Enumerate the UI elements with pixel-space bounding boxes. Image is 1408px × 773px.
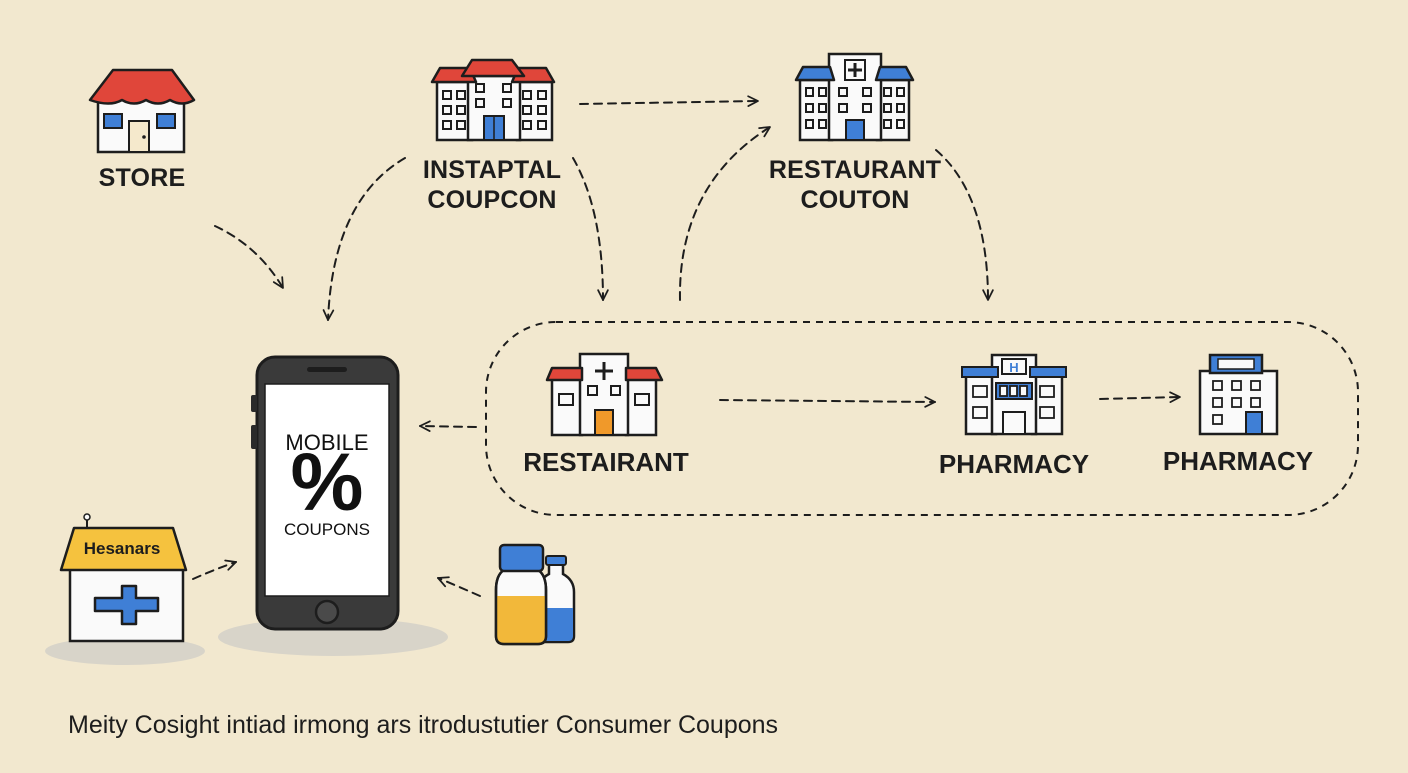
- arrow-store-to-phone: [214, 225, 284, 289]
- svg-text:H: H: [1009, 360, 1018, 375]
- flow-arrows: [192, 95, 1181, 597]
- clinic-sign-icon: [59, 513, 188, 643]
- phone-icon: [251, 355, 400, 631]
- label-instaptal-coupcon: INSTAPTAL COUPCON: [423, 155, 561, 215]
- store-icon: [88, 68, 196, 154]
- group-container: [485, 321, 1359, 516]
- label-line: COUPCON: [427, 186, 557, 214]
- medicine-bottles-icon: [494, 543, 576, 646]
- diagram-caption: Meity Cosight intiad irmong ars itrodust…: [68, 711, 779, 739]
- hospital-icon: [794, 52, 915, 142]
- arrow-bottles-to-phone: [437, 576, 481, 597]
- arrow-instaptal-to-restaurant: [572, 157, 609, 301]
- hospital-icon: [545, 352, 664, 437]
- label-line: INSTAPTAL: [422, 156, 562, 184]
- arrow-clinic-to-phone: [192, 559, 237, 580]
- hospital-icon: [430, 58, 556, 142]
- label-pharmacy-2: PHARMACY: [1162, 446, 1314, 476]
- label-pharmacy-1: PHARMACY: [938, 449, 1090, 479]
- label-store: STORE: [98, 164, 186, 192]
- clinic-sign-text: Hesanars: [83, 539, 161, 558]
- arrow-restairant-to-pharmacy: [719, 396, 936, 408]
- pharmacy-icon: H: [961, 353, 1067, 436]
- label-line: RESTAURANT: [768, 156, 942, 184]
- label-line: COUTON: [800, 186, 910, 214]
- arrow-instaptal-to-couton: [579, 95, 759, 107]
- label-restaurant-couton: RESTAURANT COUTON: [769, 155, 941, 215]
- label-restairant: RESTAIRANT: [523, 447, 689, 477]
- clinic-shadow: [45, 637, 205, 665]
- arrow-group-to-phone: [419, 420, 477, 432]
- arrow-restaurant-up: [678, 126, 771, 301]
- arrow-pharmacy-to-pharmacy: [1099, 391, 1181, 404]
- arrow-couton-down: [935, 149, 994, 301]
- arrow-instaptal-to-phone: [322, 157, 406, 321]
- pharmacy-icon: [1198, 353, 1279, 436]
- phone-screen-title: MOBILE: [285, 430, 369, 455]
- phone-screen-percent: %: [290, 437, 364, 528]
- phone-screen-subtitle: COUPONS: [284, 520, 370, 539]
